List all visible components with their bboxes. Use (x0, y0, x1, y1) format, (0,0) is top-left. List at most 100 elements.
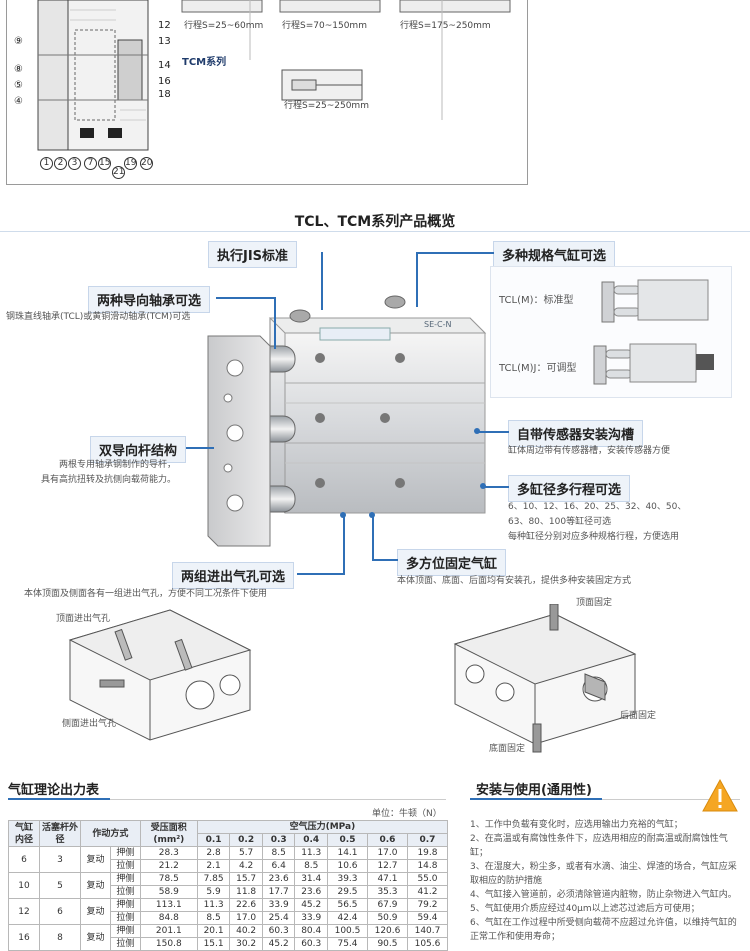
force-table-unit: 单位：牛顿（N） (372, 809, 442, 819)
stroke-label-1: 行程S=25~60mm (184, 21, 264, 31)
cell-force: 59.4 (406, 911, 449, 925)
callout-9: ⑨ (14, 36, 23, 47)
cell-force: 56.5 (327, 898, 368, 912)
callout-20: 20 (140, 157, 153, 170)
force-table-rule-thin (110, 799, 446, 800)
marker-port (340, 512, 346, 518)
th-pressure-3: 0.4 (294, 833, 328, 847)
air-port-diagram (68, 609, 252, 741)
leader-guide-v (274, 297, 276, 349)
cell-force: 79.2 (406, 898, 449, 912)
stroke-label-4: 行程S=25~250mm (284, 101, 369, 111)
label-bottom-fix: 底面固定 (489, 744, 526, 754)
callout-8: ⑧ (14, 64, 23, 75)
usage-list: 1、工作中负载有变化时，应选用输出力充裕的气缸； 2、在高温或有腐蚀性条件下，应… (470, 818, 742, 944)
leader-sensor (478, 431, 509, 433)
cell-force: 67.9 (366, 898, 408, 912)
cell-area: 201.1 (139, 924, 198, 938)
cell-area: 84.8 (139, 911, 198, 925)
cell-force: 45.2 (294, 898, 328, 912)
usage-item-6: 6、气缸在工作过程中所受侧向载荷不应超过允许值，以维持气缸的正常工作和使用寿命； (470, 918, 737, 942)
cell-force: 47.1 (366, 872, 408, 886)
leader-double-rod (186, 447, 214, 449)
mount-diagram (453, 604, 637, 753)
th-area: 受压面积(mm²) (139, 820, 198, 847)
cylinder-illustration (207, 295, 487, 547)
cell-direction: 拉侧 (109, 859, 141, 873)
leader-bore (484, 486, 509, 488)
cell-mode: 复动 (80, 846, 111, 873)
callout-16: 16 (158, 76, 171, 87)
cell-direction: 押侧 (109, 872, 141, 886)
cell-area: 28.3 (139, 846, 198, 860)
leader-jis (321, 252, 323, 310)
callout-1: 1 (40, 157, 53, 170)
cell-force: 22.6 (229, 898, 263, 912)
cell-direction: 押侧 (109, 898, 141, 912)
cell-force: 14.8 (406, 859, 449, 873)
callout-7: 7 (84, 157, 97, 170)
title-rule (0, 231, 750, 232)
cell-force: 19.8 (406, 846, 449, 860)
cell-force: 12.7 (366, 859, 408, 873)
cell-bore: 12 (8, 898, 40, 925)
th-mode: 作动方式 (80, 820, 141, 847)
cell-force: 100.5 (327, 924, 368, 938)
cell-direction: 押侧 (109, 846, 141, 860)
cell-mode: 复动 (80, 924, 111, 951)
cell-force: 10.6 (327, 859, 368, 873)
cell-force: 6.4 (261, 859, 296, 873)
cell-force: 2.8 (196, 846, 231, 860)
cross-section-drawing (37, 0, 149, 151)
cell-force: 2.1 (196, 859, 231, 873)
stroke-variant-drawings (181, 0, 511, 120)
tag-sensor-groove: 自带传感器安装沟槽 (508, 420, 644, 447)
cell-direction: 拉侧 (109, 911, 141, 925)
stroke-label-2: 行程S=70~150mm (282, 21, 367, 31)
cell-bore: 10 (8, 872, 40, 899)
cell-force: 25.4 (261, 911, 296, 925)
cell-bore: 16 (8, 924, 40, 951)
cell-force: 120.6 (366, 924, 408, 938)
cell-area: 58.9 (139, 885, 198, 899)
variant-standard-label: TCL(M)：标准型 (499, 295, 574, 306)
cell-force: 40.2 (229, 924, 263, 938)
usage-item-3: 3、在湿度大，粉尘多，或者有水滴、油尘、焊渣的场合，气缸应采取相应的防护措施 (470, 862, 737, 886)
cell-force: 29.5 (327, 885, 368, 899)
cell-force: 80.4 (294, 924, 328, 938)
th-pressure-6: 0.7 (406, 833, 449, 847)
cell-force: 11.8 (229, 885, 263, 899)
cell-force: 60.3 (261, 924, 296, 938)
tag-double-rod: 双导向杆结构 (90, 436, 187, 463)
leader-multi-spec-h (416, 252, 494, 254)
usage-item-5: 5、气缸使用介质应经过40μm以上滤芯过滤后方可使用； (470, 904, 700, 914)
callout-21: 21 (112, 166, 125, 179)
cell-force: 5.9 (196, 885, 231, 899)
leader-multi-spec-v (416, 252, 418, 307)
cell-force: 20.1 (196, 924, 231, 938)
callout-13: 13 (158, 36, 171, 47)
force-table-title: 气缸理论出力表 (8, 783, 100, 798)
tag-multi-mount: 多方位固定气缸 (397, 549, 507, 576)
cell-force: 41.2 (406, 885, 449, 899)
cell-direction: 押侧 (109, 924, 141, 938)
th-pressure-0: 0.1 (196, 833, 231, 847)
cell-rod: 3 (39, 846, 81, 873)
label-rear-fix: 后面固定 (620, 711, 657, 721)
series-label-tcm: TCM系列 (182, 57, 227, 68)
note-multi-mount: 本体顶面、底面、后面均有安装孔，提供多种安装固定方式 (397, 576, 632, 586)
marker-sensor (474, 428, 480, 434)
cell-area: 21.2 (139, 859, 198, 873)
note-bore-2: 63、80、100等缸径可选 (508, 517, 612, 527)
tag-guide-bearing: 两种导向轴承可选 (88, 286, 211, 313)
stroke-label-3: 行程S=175~250mm (400, 21, 491, 31)
cell-area: 113.1 (139, 898, 198, 912)
note-bore-3: 每种缸径分别对应多种规格行程，方便选用 (508, 532, 680, 542)
th-bore: 气缸内径 (8, 820, 40, 847)
overview-title: TCL、TCM系列产品概览 (294, 214, 456, 230)
